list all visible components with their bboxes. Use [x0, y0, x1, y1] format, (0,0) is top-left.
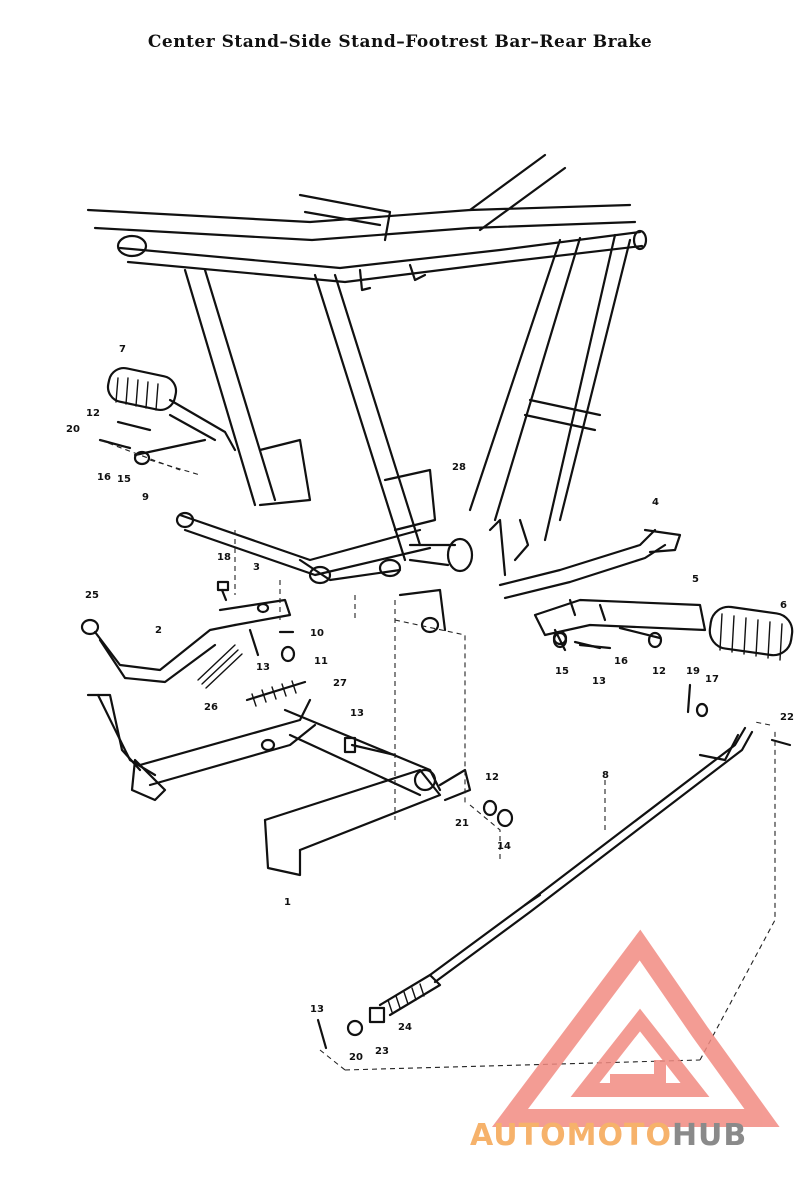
callout-13d: 13 [310, 1004, 324, 1015]
side-stand [80, 580, 307, 707]
callout-20b: 20 [349, 1052, 363, 1063]
callout-12c: 12 [485, 772, 499, 783]
callout-20: 20 [66, 424, 80, 435]
callout-7: 7 [119, 344, 126, 355]
frame [86, 153, 648, 634]
callout-4: 4 [652, 497, 659, 508]
callout-11: 11 [314, 656, 328, 667]
callout-10: 10 [310, 628, 324, 639]
callout-15b: 15 [555, 666, 569, 677]
fasteners [343, 628, 792, 828]
callout-16: 16 [97, 472, 111, 483]
rear-brake-pedal [408, 518, 682, 600]
callout-16b: 16 [614, 656, 628, 667]
left-footrest [98, 366, 237, 466]
diagram-title: Center Stand–Side Stand–Footrest Bar–Rea… [147, 32, 653, 52]
callout-17: 17 [705, 674, 719, 685]
callout-6: 6 [780, 600, 787, 611]
callout-13b: 13 [592, 676, 606, 687]
right-footrest [533, 598, 794, 661]
callout-18: 18 [217, 552, 231, 563]
callout-9: 9 [142, 492, 149, 503]
callout-21: 21 [455, 818, 469, 829]
callout-23: 23 [375, 1046, 389, 1057]
watermark-text: AUTOMOTOHUB [470, 1118, 748, 1153]
callout-numbers: 7 12 20 16 15 9 28 4 18 3 5 6 25 2 10 13… [66, 344, 794, 1063]
callout-5: 5 [692, 574, 699, 585]
callout-26: 26 [204, 702, 218, 713]
watermark-logo [491, 929, 780, 1127]
callout-14: 14 [497, 841, 511, 852]
callout-2: 2 [155, 625, 162, 636]
callout-12b: 12 [652, 666, 666, 677]
callout-24: 24 [398, 1022, 412, 1033]
center-stand [86, 693, 472, 877]
callout-19: 19 [686, 666, 700, 677]
assembly-guides [99, 439, 776, 1071]
callout-15: 15 [117, 474, 131, 485]
callout-13: 13 [256, 662, 270, 673]
callout-13c: 13 [350, 708, 364, 719]
brake-rod [316, 726, 754, 1050]
callout-8: 8 [602, 770, 609, 781]
callout-28: 28 [452, 462, 466, 473]
callout-25: 25 [85, 590, 99, 601]
callout-22: 22 [780, 712, 794, 723]
callout-1: 1 [284, 897, 291, 908]
callout-12: 12 [86, 408, 100, 419]
callout-27: 27 [333, 678, 347, 689]
callout-3: 3 [253, 562, 260, 573]
